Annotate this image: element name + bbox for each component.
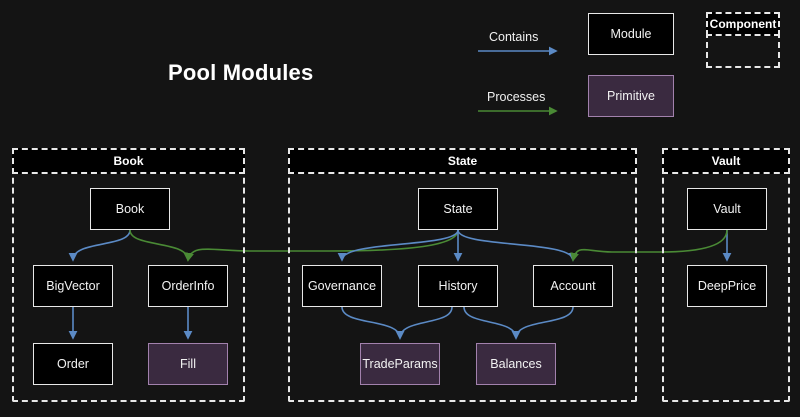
- group-book: Book: [12, 148, 245, 402]
- group-book-header: Book: [12, 148, 245, 174]
- group-state: State: [288, 148, 637, 402]
- legend-processes-label: Processes: [487, 90, 546, 104]
- node-deepprice[interactable]: DeepPrice: [687, 265, 767, 307]
- page-title: Pool Modules: [168, 60, 314, 85]
- legend-module-box: Module: [588, 13, 674, 55]
- node-bigvector[interactable]: BigVector: [33, 265, 113, 307]
- legend-primitive-box: Primitive: [588, 75, 674, 117]
- group-vault-header: Vault: [662, 148, 790, 174]
- legend-component-header: Component: [706, 12, 780, 36]
- node-order[interactable]: Order: [33, 343, 113, 385]
- node-orderinfo[interactable]: OrderInfo: [148, 265, 228, 307]
- node-account[interactable]: Account: [533, 265, 613, 307]
- node-state[interactable]: State: [418, 188, 498, 230]
- legend-contains-label: Contains: [489, 30, 539, 44]
- node-governance[interactable]: Governance: [302, 265, 382, 307]
- node-balances[interactable]: Balances: [476, 343, 556, 385]
- node-book[interactable]: Book: [90, 188, 170, 230]
- node-fill[interactable]: Fill: [148, 343, 228, 385]
- legend-component-box: Component: [706, 12, 780, 68]
- node-tradeparams[interactable]: TradeParams: [360, 343, 440, 385]
- group-vault: Vault: [662, 148, 790, 402]
- group-state-header: State: [288, 148, 637, 174]
- node-history[interactable]: History: [418, 265, 498, 307]
- node-vault[interactable]: Vault: [687, 188, 767, 230]
